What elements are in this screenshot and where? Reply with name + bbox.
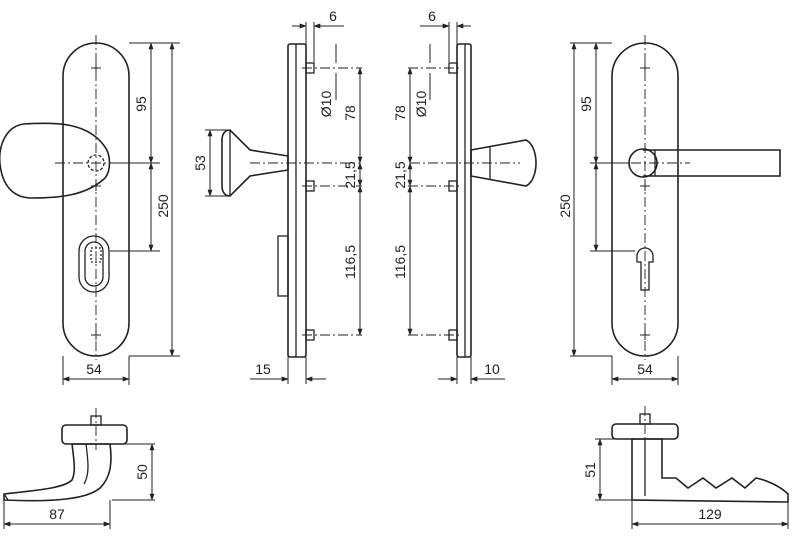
dim-116-5-right: 116,5 xyxy=(392,245,408,279)
dim-87: 87 xyxy=(49,506,65,522)
dim-50: 50 xyxy=(134,464,150,480)
rose-top-left xyxy=(61,424,128,445)
dim-51: 51 xyxy=(582,462,598,478)
dim-15: 15 xyxy=(255,361,271,377)
dim-95-left: 95 xyxy=(133,96,149,112)
cylinder-cutout xyxy=(78,235,110,293)
knob-shape xyxy=(0,122,111,199)
front-view-knob-plate: 95 250 54 xyxy=(0,35,180,385)
dim-21-5-left: 21,5 xyxy=(342,161,358,188)
side-view-lever: 6 Ø10 78 21,5 116,5 10 xyxy=(392,8,537,384)
dim-250-left: 250 xyxy=(155,194,171,218)
top-view-lever-right: 51 129 xyxy=(582,406,789,529)
dim-6-left: 6 xyxy=(329,8,337,24)
dim-53: 53 xyxy=(192,155,208,171)
dim-78-left: 78 xyxy=(342,105,358,121)
lever-curve-left xyxy=(3,443,112,502)
side-plate-left xyxy=(287,43,307,358)
dim-21-5-right: 21,5 xyxy=(392,161,408,188)
dim-dia10-right: Ø10 xyxy=(413,91,429,118)
keyhole-cutout xyxy=(636,247,654,291)
lever-curve-right xyxy=(631,438,789,503)
side-view-knob: 53 6 Ø10 78 21,5 116,5 15 xyxy=(192,8,363,384)
dim-6-right: 6 xyxy=(428,8,436,24)
dim-78-right: 78 xyxy=(392,105,408,121)
front-view-lever-plate: 95 250 54 xyxy=(557,35,781,385)
dim-10: 10 xyxy=(484,361,500,377)
side-plate-right xyxy=(456,43,472,358)
top-view-lever-left: 50 87 xyxy=(3,408,155,529)
dim-54-left: 54 xyxy=(86,361,102,377)
dim-116-5-left: 116,5 xyxy=(342,245,358,279)
dim-250-right: 250 xyxy=(557,194,573,218)
lever-side-profile xyxy=(470,139,537,187)
lever-handle xyxy=(643,149,781,177)
dim-dia10-left: Ø10 xyxy=(318,91,334,118)
dim-95-right: 95 xyxy=(578,96,594,112)
dim-129: 129 xyxy=(698,506,722,522)
dim-54-right: 54 xyxy=(637,361,653,377)
latch-block xyxy=(277,235,289,297)
knob-side-profile xyxy=(221,129,289,197)
